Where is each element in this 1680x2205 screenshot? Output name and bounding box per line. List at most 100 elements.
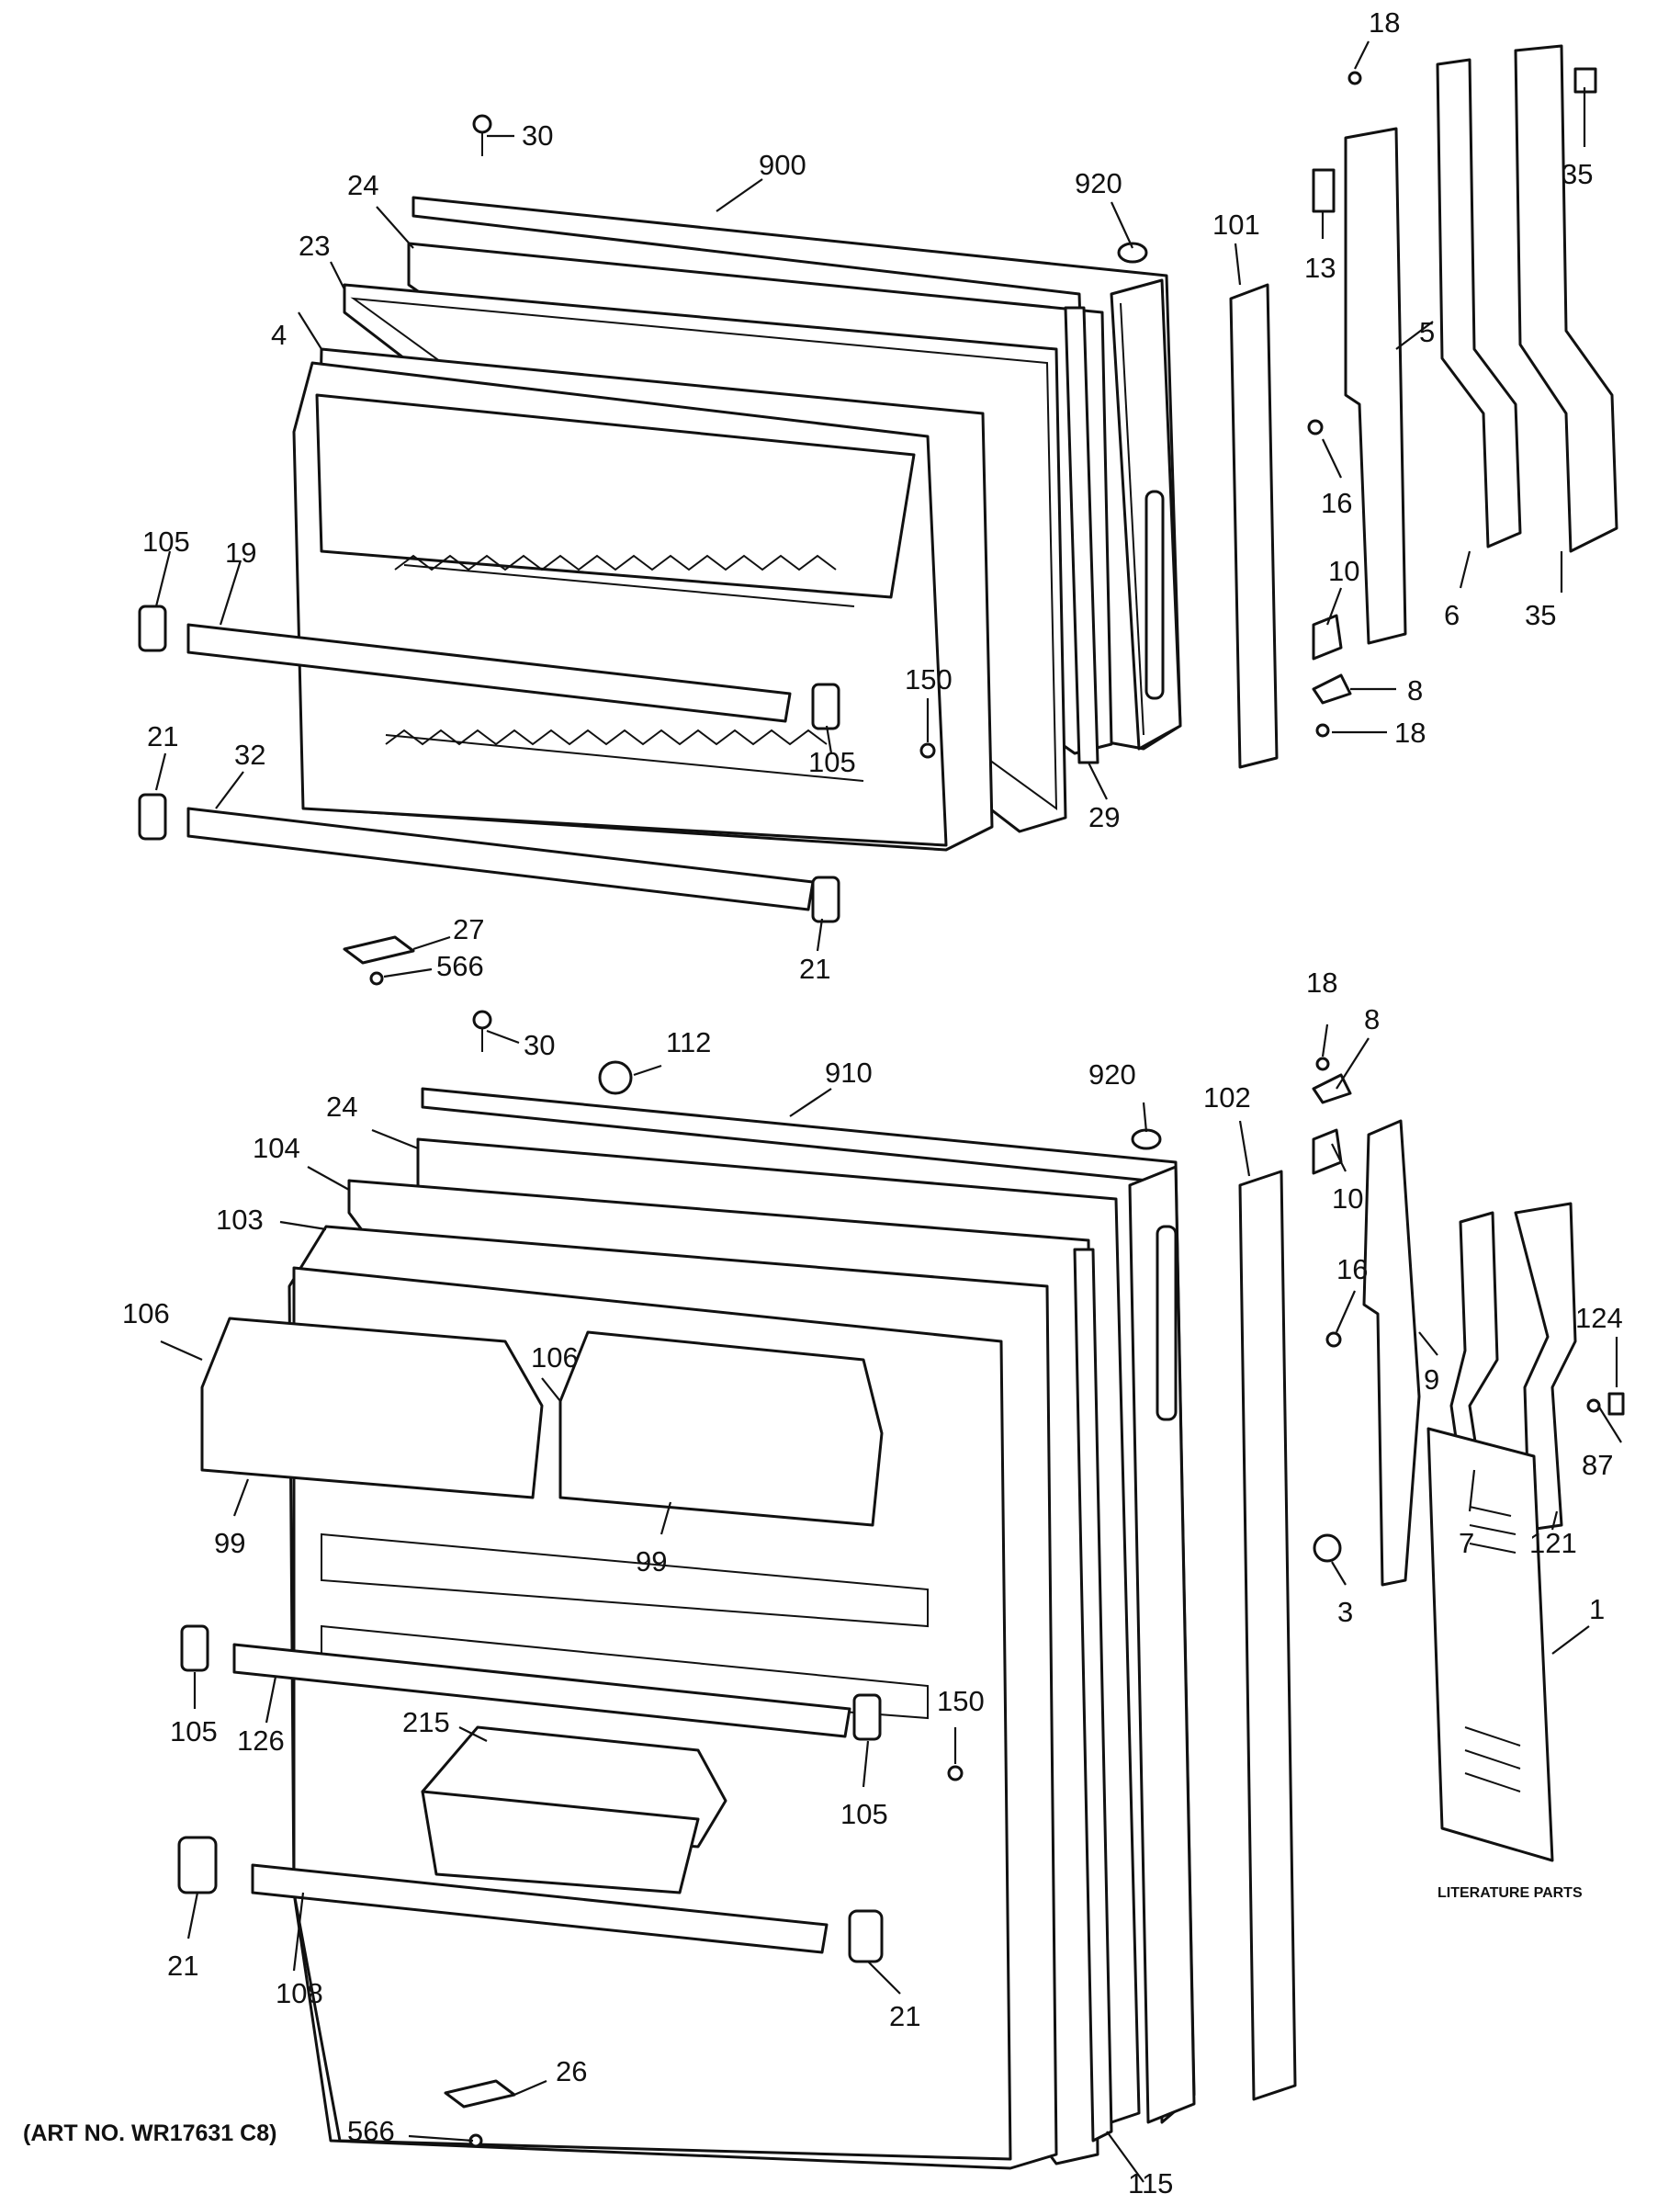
callout: 126	[237, 1724, 285, 1757]
callout: 102	[1203, 1081, 1251, 1114]
callout: 103	[216, 1204, 264, 1236]
door-bin-215-front	[421, 1790, 700, 1894]
callout: 910	[825, 1057, 873, 1089]
callout: 105	[840, 1798, 888, 1830]
part-112	[598, 1060, 633, 1095]
callout: 18	[1369, 6, 1400, 39]
hinge-5	[1344, 127, 1407, 645]
literature-label: LITERATURE PARTS	[1438, 1885, 1583, 1901]
rail-end-cap-105-left	[138, 605, 167, 652]
upper-shelf-area	[315, 393, 916, 599]
callout: 10	[1332, 1182, 1363, 1215]
freezer-door-callouts: 18 35 30 900 920 101 24 13 23 5 4 16 105…	[142, 6, 1593, 985]
callout: 21	[799, 953, 830, 985]
rail-end-cap-105-right	[852, 1693, 882, 1741]
callout: 108	[276, 1977, 323, 2009]
callout: 121	[1529, 1527, 1577, 1559]
callout: 87	[1582, 1449, 1613, 1481]
callout: 8	[1364, 1003, 1380, 1035]
callout: 10	[1328, 555, 1359, 587]
plug-920	[1131, 1128, 1162, 1150]
rail-end-cap-21-left	[177, 1836, 218, 1894]
callout: 101	[1212, 209, 1260, 241]
part-124	[1607, 1392, 1625, 1416]
callout: 105	[808, 746, 856, 778]
plate-27	[343, 935, 415, 965]
callout: 1	[1589, 1593, 1605, 1625]
rail-end-cap-105-right	[811, 683, 840, 730]
freezer-door-assembly	[138, 44, 1618, 986]
callout: 16	[1336, 1253, 1368, 1285]
screw-566	[369, 971, 384, 986]
callout: 35	[1525, 599, 1556, 631]
part-10	[1312, 1128, 1343, 1175]
callout: 18	[1394, 717, 1426, 749]
rail-end-cap-21-right	[848, 1909, 884, 1963]
screw-18-top	[1347, 71, 1362, 85]
callout: 4	[271, 319, 287, 351]
screw-87	[1586, 1398, 1601, 1413]
callout: 27	[453, 913, 484, 945]
screw-16	[1325, 1331, 1342, 1348]
screw-150	[919, 742, 936, 759]
door-rail-126	[232, 1643, 851, 1738]
part-8	[1312, 1073, 1352, 1104]
rail-end-cap-21-left	[138, 793, 167, 841]
callout: 6	[1444, 599, 1460, 631]
callout: 35	[1562, 158, 1593, 190]
callout: 124	[1575, 1302, 1623, 1334]
callout: 19	[225, 537, 256, 569]
hinge-7	[1449, 1211, 1499, 1472]
hinge-121	[1514, 1202, 1577, 1532]
leader-lines	[154, 40, 1622, 2183]
part-8	[1312, 673, 1352, 705]
screw-16	[1307, 419, 1324, 435]
outer-door-side	[1128, 1165, 1196, 2124]
callout: 32	[234, 739, 265, 771]
screw-150	[947, 1765, 964, 1781]
door-handle-recess	[1156, 1225, 1178, 1421]
seal-strip-29	[1064, 306, 1099, 764]
screw-30	[472, 1010, 492, 1030]
callout: 21	[889, 2000, 920, 2032]
rail-end-cap-21-right	[811, 876, 840, 923]
callout: 30	[524, 1029, 555, 1061]
hinge-35	[1514, 44, 1618, 553]
callout: 24	[326, 1091, 357, 1123]
door-rail-108	[251, 1863, 829, 1954]
part-13	[1312, 168, 1336, 213]
callout: 8	[1407, 674, 1423, 707]
callout: 16	[1321, 487, 1352, 519]
callout: 150	[905, 663, 953, 695]
hinge-9	[1362, 1119, 1421, 1587]
literature-book-1	[1426, 1427, 1554, 1862]
callout: 9	[1424, 1363, 1439, 1396]
callout: 99	[214, 1527, 245, 1559]
seal-strip-115	[1073, 1248, 1113, 2143]
callout: 3	[1337, 1596, 1353, 1628]
callout: 105	[142, 526, 190, 558]
door-rail-32	[186, 807, 815, 911]
breaker-strip-102	[1238, 1170, 1297, 2101]
callout: 5	[1419, 316, 1435, 348]
callout: 13	[1304, 252, 1336, 284]
callout: 21	[167, 1950, 198, 1982]
callout: 24	[347, 169, 378, 201]
plug-920	[1117, 242, 1148, 264]
callout: 23	[299, 230, 330, 262]
dairy-door-106-right	[558, 1330, 884, 1527]
screw-30	[472, 114, 492, 134]
callout: 150	[937, 1685, 985, 1717]
callout: 30	[522, 119, 553, 152]
screw-18	[1315, 723, 1330, 738]
callout: 105	[170, 1715, 218, 1747]
callout: 106	[122, 1297, 170, 1329]
callout: 18	[1306, 967, 1337, 999]
breaker-strip-101	[1229, 283, 1279, 769]
door-handle-recess	[1144, 490, 1165, 700]
callout: 215	[402, 1706, 450, 1738]
callout: 29	[1088, 801, 1120, 833]
callout: 566	[347, 2115, 395, 2147]
callout: 7	[1459, 1527, 1474, 1559]
